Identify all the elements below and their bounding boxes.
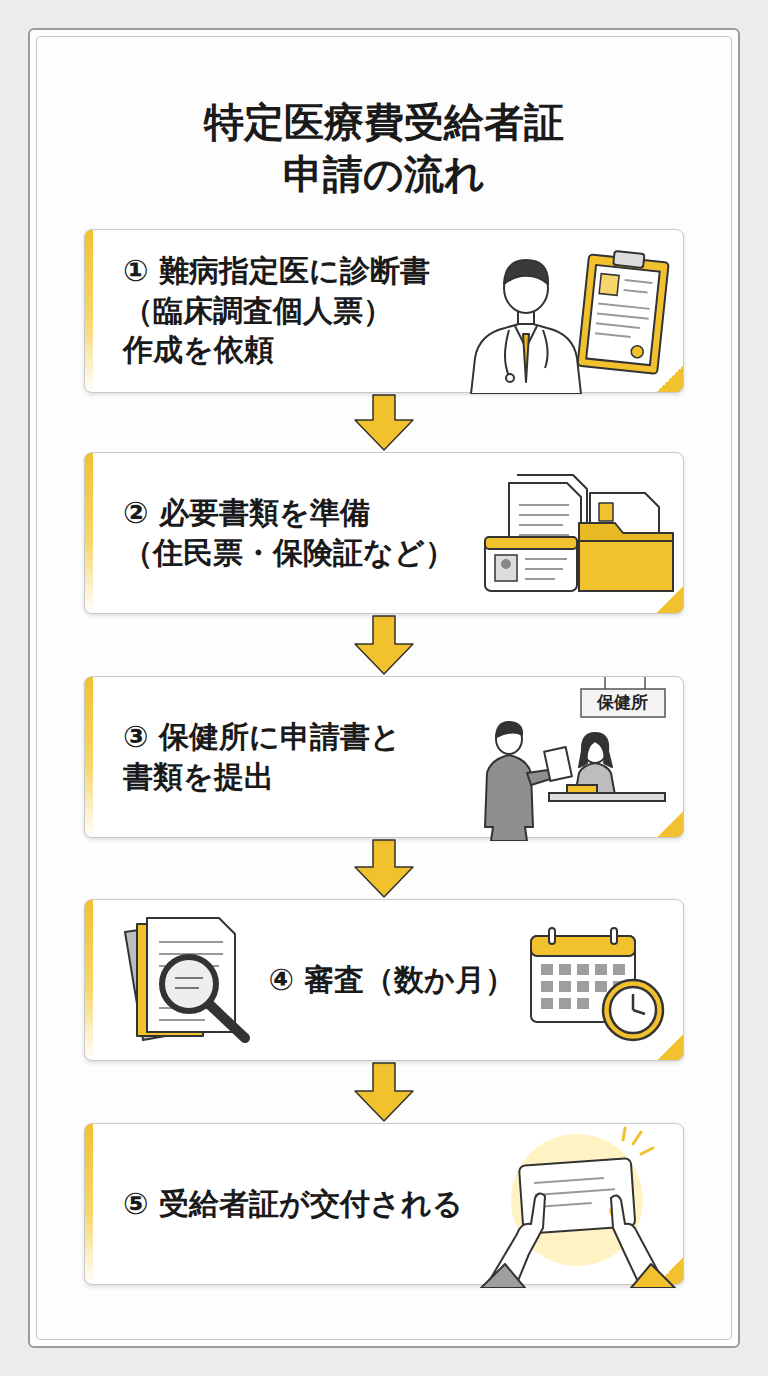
calendar-cell	[559, 964, 571, 975]
sign-label: 保健所	[580, 694, 664, 711]
clock	[603, 980, 663, 1040]
calendar-cell	[613, 964, 625, 975]
sparkle	[623, 1128, 653, 1154]
calendar-cell	[595, 964, 607, 975]
arrow-shape	[355, 395, 413, 450]
step-text: ① 難病指定医に診断書 （臨床調査個人票） 作成を依頼	[123, 251, 485, 370]
counter	[549, 785, 665, 801]
step-box: ① 難病指定医に診断書 （臨床調査個人票） 作成を依頼	[84, 229, 684, 393]
flow-arrow	[355, 616, 413, 674]
calendar-cell	[577, 998, 589, 1009]
folder	[579, 523, 673, 591]
hands	[481, 1193, 675, 1288]
calendar-cell	[541, 981, 553, 992]
step-box: ⑤ 受給者証が交付される	[84, 1123, 684, 1285]
id-card	[485, 537, 577, 591]
flow-arrow	[355, 395, 413, 450]
calendar-cell	[559, 998, 571, 1009]
flow-arrow	[355, 1063, 413, 1121]
calendar-cell	[559, 981, 571, 992]
calendar-cell	[595, 981, 607, 992]
step-text: ② 必要書類を準備 （住民票・保険証など）	[123, 493, 485, 572]
clipboard	[577, 248, 669, 374]
calendar-cell	[577, 981, 589, 992]
step-text: ④ 審査（数か月）	[261, 960, 523, 1000]
arrow-shape	[355, 1063, 413, 1121]
documents-magnifier	[125, 918, 245, 1040]
calendar-cell	[541, 964, 553, 975]
step-text: ③ 保健所に申請書と 書類を提出	[123, 717, 453, 796]
sign	[581, 677, 665, 717]
step-box: ④ 審査（数か月）	[84, 899, 684, 1061]
step-box: ③ 保健所に申請書と 書類を提出	[84, 676, 684, 838]
arrow-shape	[355, 840, 413, 897]
arrow-shape	[355, 616, 413, 674]
doctor	[471, 260, 581, 394]
calendar-cell	[577, 964, 589, 975]
flow-arrow	[355, 840, 413, 897]
applicant	[485, 722, 572, 841]
calendar-cell	[541, 998, 553, 1009]
step-text: ⑤ 受給者証が交付される	[123, 1184, 483, 1224]
step-box: ② 必要書類を準備 （住民票・保険証など）	[84, 452, 684, 614]
diagram-title: 特定医療費受給者証 申請の流れ	[164, 96, 604, 200]
